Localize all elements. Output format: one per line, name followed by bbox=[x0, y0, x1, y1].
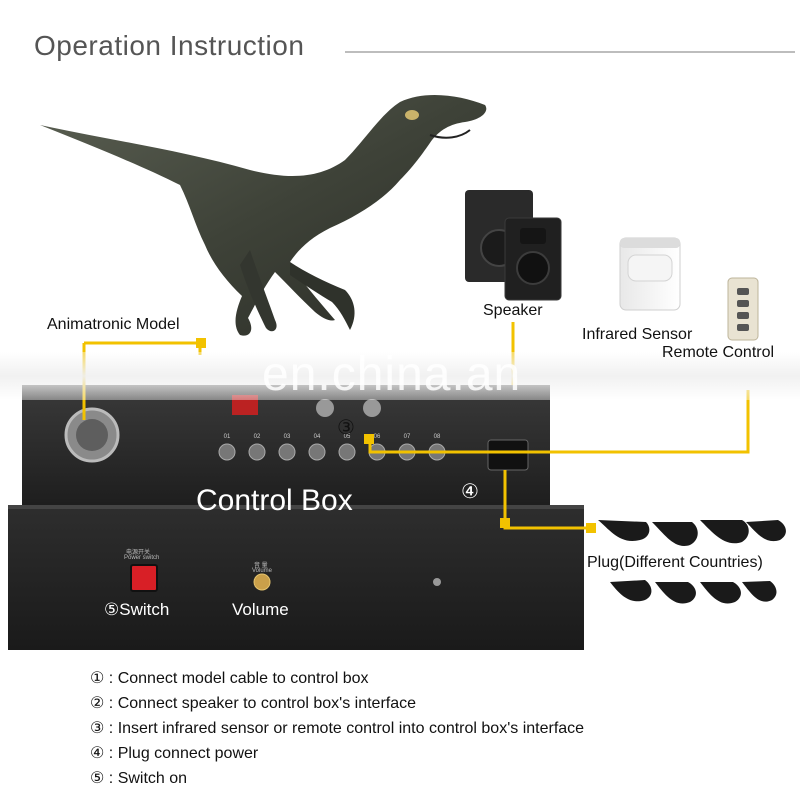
label-control-box: Control Box bbox=[196, 484, 353, 517]
sensor-cap bbox=[620, 238, 680, 248]
remote-button-3 bbox=[737, 312, 749, 319]
remote-button-1 bbox=[737, 288, 749, 295]
volume-caption-en: Volume bbox=[252, 568, 273, 574]
plugs-image bbox=[598, 520, 786, 604]
input-jack-1 bbox=[316, 399, 334, 417]
sensor-lens bbox=[627, 254, 673, 282]
plug-2 bbox=[652, 522, 698, 546]
step-item: ② : Connect speaker to control box's int… bbox=[90, 691, 584, 716]
panel-socket-label: 03 bbox=[284, 434, 291, 440]
plug-5 bbox=[610, 580, 652, 602]
cable-plug-end bbox=[586, 523, 596, 533]
speaker-woofer-front bbox=[516, 251, 550, 285]
remote-button-4 bbox=[737, 324, 749, 331]
step-number: ② bbox=[90, 695, 105, 712]
power-switch-caption-cn: 电源开关 bbox=[126, 550, 151, 556]
page-title: Operation Instruction bbox=[34, 30, 305, 61]
step-text: : Insert infrared sensor or remote contr… bbox=[108, 720, 585, 737]
label-remote-control: Remote Control bbox=[662, 344, 775, 361]
title-divider bbox=[345, 51, 795, 53]
instruction-steps: ① : Connect model cable to control box ②… bbox=[90, 666, 584, 791]
dinosaur-model-image bbox=[40, 94, 487, 336]
panel-socket-label: 05 bbox=[344, 434, 351, 440]
dinosaur-eye-shape bbox=[405, 110, 419, 120]
socket-row: 01 02 03 04 05 06 07 08 bbox=[218, 434, 446, 461]
step-item: ⑤ : Switch on bbox=[90, 766, 584, 791]
step-number: ④ bbox=[90, 745, 105, 762]
power-switch-caption-en: Power switch bbox=[124, 555, 160, 561]
panel-socket-label: 08 bbox=[434, 434, 441, 440]
cable-sensor-remote bbox=[368, 390, 750, 454]
step-item: ① : Connect model cable to control box bbox=[90, 666, 584, 691]
cable-sensor-end bbox=[364, 434, 374, 444]
cable-model-end bbox=[196, 338, 206, 348]
step-number: ⑤ bbox=[90, 770, 105, 787]
plug-7 bbox=[700, 582, 741, 604]
infrared-sensor-image bbox=[619, 237, 681, 311]
panel-socket-label: 04 bbox=[314, 434, 321, 440]
dinosaur-mouth-line bbox=[429, 129, 471, 139]
plug-8 bbox=[742, 581, 777, 602]
step-text: : Plug connect power bbox=[108, 745, 259, 762]
front-panel-body bbox=[8, 505, 584, 650]
panel-socket-label: 01 bbox=[224, 434, 231, 440]
label-animatronic-model: Animatronic Model bbox=[47, 316, 180, 333]
watermark: en.china.an bbox=[262, 348, 522, 401]
power-inlet bbox=[487, 439, 529, 471]
volume-knob-image bbox=[253, 573, 271, 591]
remote-button-2 bbox=[737, 300, 749, 307]
step-number: ① bbox=[90, 670, 105, 687]
panel-socket-label: 07 bbox=[404, 434, 411, 440]
plug-3 bbox=[700, 520, 749, 544]
panel-socket-label: 02 bbox=[254, 434, 261, 440]
panel-socket bbox=[278, 443, 296, 461]
model-cable-connector-inner bbox=[76, 419, 108, 451]
volume-caption-cn: 音 量 bbox=[254, 563, 268, 569]
label-volume: Volume bbox=[232, 600, 289, 619]
panel-socket bbox=[338, 443, 356, 461]
speaker-tweeter bbox=[520, 228, 546, 244]
panel-screw bbox=[433, 578, 441, 586]
step-text: : Switch on bbox=[108, 770, 188, 787]
step-number: ③ bbox=[90, 720, 105, 737]
label-switch: Switch bbox=[119, 600, 170, 619]
dinosaur-body-shape bbox=[40, 94, 487, 336]
watermark-band bbox=[0, 352, 800, 400]
plug-4 bbox=[746, 520, 786, 542]
panel-socket bbox=[248, 443, 266, 461]
dinosaur-arm-shape bbox=[240, 250, 277, 332]
label-speaker: Speaker bbox=[483, 302, 543, 319]
label-switch-group: ⑤Switch bbox=[104, 600, 169, 620]
panel-socket bbox=[308, 443, 326, 461]
cable-power-end bbox=[500, 518, 510, 528]
power-switch-image bbox=[130, 564, 158, 592]
remote-body bbox=[727, 277, 759, 341]
step-text: : Connect model cable to control box bbox=[108, 670, 369, 687]
input-jack-2 bbox=[363, 399, 381, 417]
marker-4: ④ bbox=[461, 481, 479, 503]
step-text: : Connect speaker to control box's inter… bbox=[108, 695, 417, 712]
plug-6 bbox=[655, 582, 696, 604]
front-panel-top-edge bbox=[8, 505, 584, 509]
marker-5: ⑤ bbox=[104, 600, 120, 619]
label-infrared-sensor: Infrared Sensor bbox=[582, 326, 693, 343]
marker-3: ③ bbox=[337, 417, 355, 439]
panel-socket bbox=[218, 443, 236, 461]
step-item: ③ : Insert infrared sensor or remote con… bbox=[90, 716, 584, 741]
panel-socket-label: 06 bbox=[374, 434, 381, 440]
speaker-terminal bbox=[232, 395, 258, 415]
step-item: ④ : Plug connect power bbox=[90, 741, 584, 766]
label-plug: Plug(Different Countries) bbox=[587, 554, 763, 571]
speaker-image bbox=[465, 190, 562, 301]
remote-control-image bbox=[727, 277, 759, 341]
control-box-front-panel bbox=[8, 505, 584, 650]
dinosaur-leg-shape bbox=[290, 262, 355, 330]
plug-1 bbox=[598, 520, 650, 541]
